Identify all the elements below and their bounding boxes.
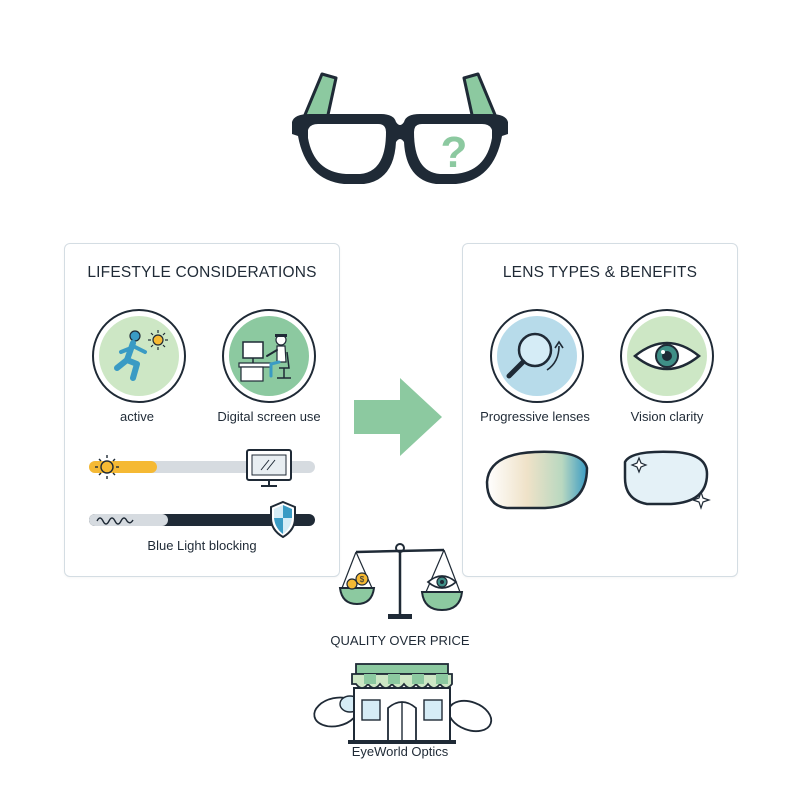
optical-store[interactable] bbox=[312, 662, 493, 744]
clear-lens-sparkle-icon bbox=[623, 450, 711, 510]
slider-fill bbox=[89, 461, 157, 473]
lifestyle-title: LIFESTYLE CONSIDERATIONS bbox=[87, 264, 317, 281]
magnifier-lens-icon bbox=[490, 309, 584, 403]
quality-scale: $ bbox=[338, 540, 464, 622]
shield-icon[interactable] bbox=[270, 500, 296, 539]
slider-blue-light[interactable] bbox=[89, 500, 317, 540]
glasses-question-icon: ? bbox=[292, 72, 508, 184]
lens-item-label-clarity: Vision clarity bbox=[630, 409, 704, 424]
optical-store-icon[interactable] bbox=[312, 662, 493, 744]
slider-screen-time[interactable] bbox=[89, 446, 317, 490]
question-mark: ? bbox=[441, 128, 468, 177]
quality-label: QUALITY OVER PRICE bbox=[330, 633, 470, 648]
header-glasses: ? bbox=[280, 60, 520, 200]
lifestyle-item-label-screen: Digital screen use bbox=[217, 409, 321, 424]
wave-icon bbox=[96, 517, 134, 525]
sun-icon bbox=[95, 455, 119, 479]
arrow bbox=[354, 376, 446, 458]
eye-icon bbox=[620, 309, 714, 403]
lifestyle-item-label-active: active bbox=[120, 409, 154, 424]
lens-item-progressive bbox=[487, 306, 587, 406]
lifestyle-panel: LIFESTYLE CONSIDERATIONS active bbox=[64, 243, 340, 577]
monitor-icon[interactable] bbox=[246, 449, 292, 487]
person-at-computer-icon bbox=[222, 309, 316, 403]
lens-sample-gradient bbox=[483, 448, 593, 512]
lens-panel: LENS TYPES & BENEFITS Progressive lenses… bbox=[462, 243, 738, 577]
lifestyle-item-screen bbox=[219, 306, 319, 406]
lens-item-label-progressive: Progressive lenses bbox=[480, 409, 590, 424]
store-label: EyeWorld Optics bbox=[351, 744, 449, 759]
balance-scale-icon: $ bbox=[338, 543, 464, 619]
slider-fill bbox=[89, 514, 168, 526]
svg-text:$: $ bbox=[360, 575, 365, 584]
lens-item-clarity bbox=[617, 306, 717, 406]
lifestyle-item-active bbox=[89, 306, 189, 406]
running-person-icon bbox=[92, 309, 186, 403]
lens-sample-clear bbox=[611, 448, 721, 518]
gradient-lens-icon bbox=[485, 450, 589, 510]
lens-title: LENS TYPES & BENEFITS bbox=[502, 264, 698, 281]
slider-caption: Blue Light blocking bbox=[147, 538, 257, 553]
right-arrow-icon bbox=[354, 378, 442, 456]
